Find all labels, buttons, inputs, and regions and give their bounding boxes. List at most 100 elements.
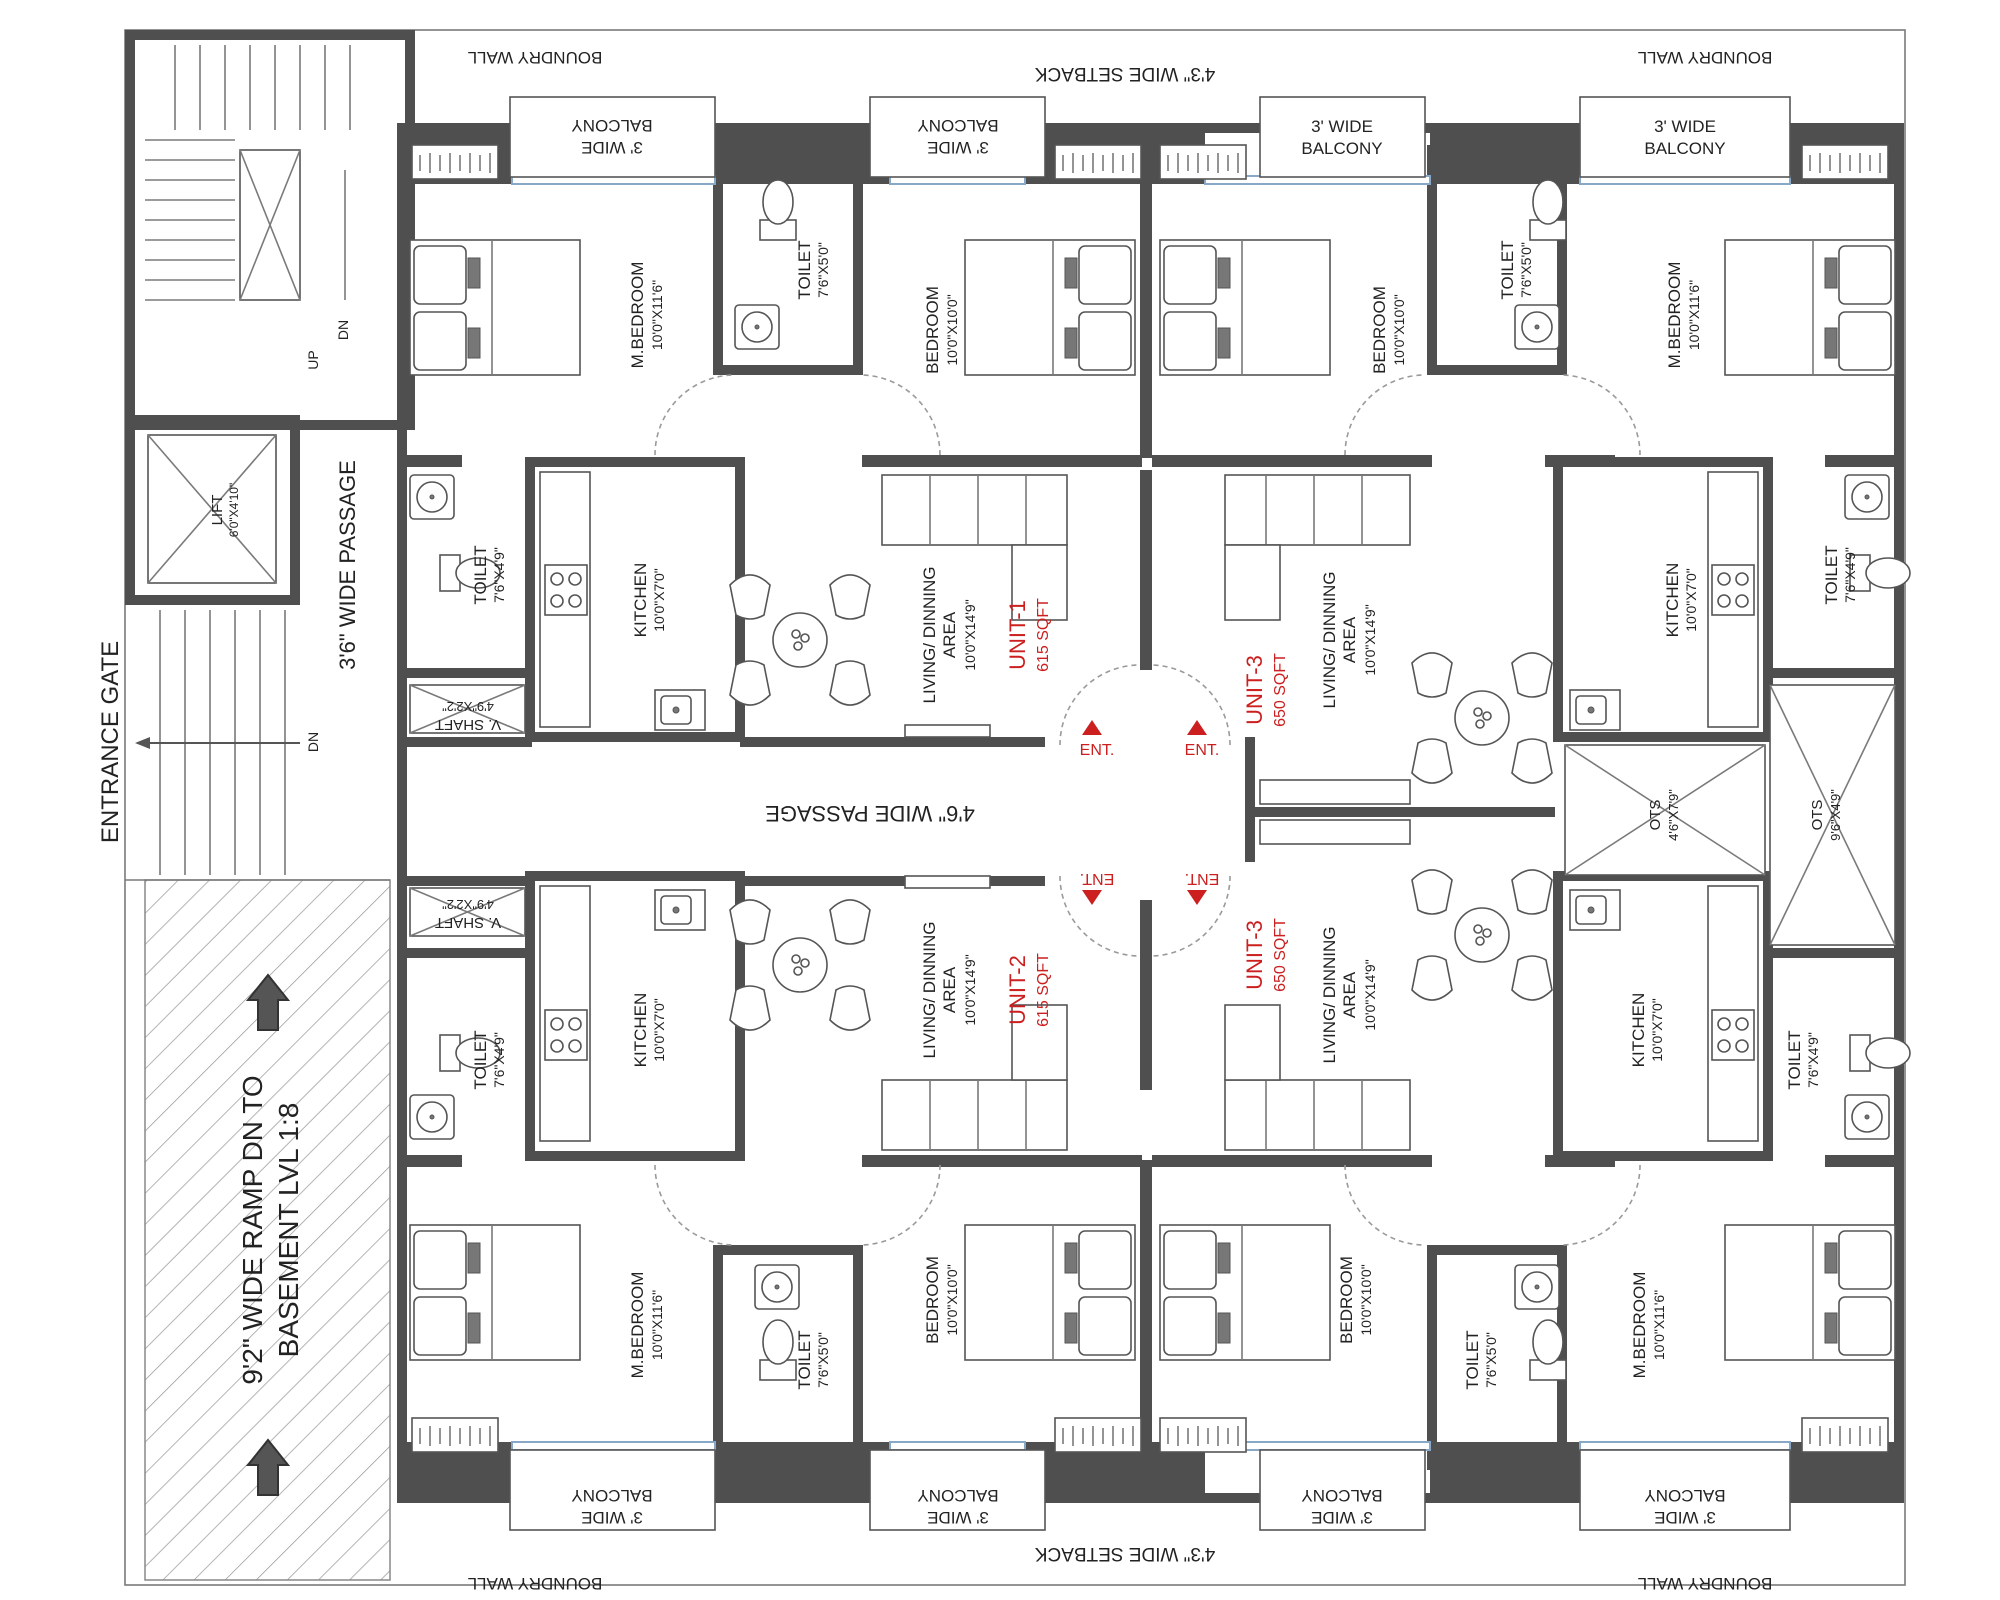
toilet-size-2: 7'6"X5'0" xyxy=(1518,242,1534,298)
living-size-3: 10'0"X14'9" xyxy=(962,954,978,1025)
living-size-4: 10'0"X14'9" xyxy=(1362,959,1378,1030)
lift-size: 6'0"X4'10" xyxy=(227,483,241,537)
ent-label-1: ENT. xyxy=(1080,742,1115,759)
living-label-4a: LIVING/ DINNING xyxy=(1320,927,1339,1064)
v-shaft-size-2: 4'9"X2'2" xyxy=(442,897,494,912)
setback-label-top: 4'3" WIDE SETBACK xyxy=(1034,63,1215,84)
boundry-wall-label-bl: BOUNDRY WALL xyxy=(468,1574,603,1593)
bedroom-label-2: BEDROOM xyxy=(1370,286,1389,374)
unit-3b-area: 650 SQFT xyxy=(1272,918,1289,992)
ramp-label-1: 9'2" WIDE RAMP DN TO xyxy=(237,1075,268,1384)
living-label-3b: AREA xyxy=(940,966,959,1013)
toilet-label-6: TOILET xyxy=(1822,545,1841,604)
kitchen-size-3: 10'0"X7'0" xyxy=(651,998,667,1062)
m-bedroom-label-3: M.BEDROOM xyxy=(628,1272,647,1379)
walls xyxy=(397,123,1904,1503)
passage-45-label: 4'6" WIDE PASSAGE xyxy=(765,801,975,826)
m-bedroom-label-1: M.BEDROOM xyxy=(628,262,647,369)
balcony-label-4b: BALCONY xyxy=(1644,139,1725,158)
entrance-steps xyxy=(125,610,390,881)
bedroom-size-1: 10'0"X10'0" xyxy=(944,294,960,365)
ramp-label-2: BASEMENT LVL 1:8 xyxy=(273,1103,304,1358)
balcony-label-5b: BALCONY xyxy=(571,1486,652,1505)
passage-35-label: 3'6" WIDE PASSAGE xyxy=(335,460,360,670)
toilet-size-8: 7'6"X4'9" xyxy=(1805,1032,1821,1088)
toilet-size-4: 7'6"X5'0" xyxy=(1483,1332,1499,1388)
v-shaft-size-1: 4'9"X2'2" xyxy=(442,699,494,714)
entrance-gate-label: ENTRANCE GATE xyxy=(97,641,124,843)
kitchen-label-4: KITCHEN xyxy=(1629,993,1648,1068)
bedroom-label-1: BEDROOM xyxy=(923,286,942,374)
kitchen-fixtures xyxy=(539,471,1759,1142)
living-label-2b: AREA xyxy=(1340,616,1359,663)
bedroom-size-2: 10'0"X10'0" xyxy=(1391,294,1407,365)
m-bedroom-size-4: 10'0"X11'6" xyxy=(1651,1290,1667,1360)
balcony-label-1b: BALCONY xyxy=(571,116,652,135)
living-label-3a: LIVING/ DINNING xyxy=(920,922,939,1059)
toilet-label-2: TOILET xyxy=(1498,240,1517,299)
toilet-label-5: TOILET xyxy=(471,545,490,604)
m-bedroom-size-1: 10'0"X11'6" xyxy=(649,280,665,350)
v-shaft-label-2: V. SHAFT xyxy=(435,914,501,931)
ramp-arrow-upper xyxy=(245,973,291,1031)
toilet-size-3: 7'6"X5'0" xyxy=(815,1332,831,1388)
living-label-1b: AREA xyxy=(940,611,959,658)
toilet-label-4: TOILET xyxy=(1463,1330,1482,1389)
ramp-arrow-lower xyxy=(245,1438,291,1496)
unit-1-area: 615 SQFT xyxy=(1035,598,1052,672)
m-bedroom-label-2: M.BEDROOM xyxy=(1665,262,1684,369)
setback-label-bottom: 4'3" WIDE SETBACK xyxy=(1034,1543,1215,1564)
stair-treads xyxy=(145,45,351,301)
boundry-wall-label-tl: BOUNDRY WALL xyxy=(468,48,603,67)
ots-label-b: OTS xyxy=(1809,800,1826,831)
v-shaft-label-1: V. SHAFT xyxy=(435,716,501,733)
doors xyxy=(654,374,1641,1246)
boundry-wall-label-br: BOUNDRY WALL xyxy=(1638,1574,1773,1593)
v-shafts xyxy=(409,684,526,937)
toilet-label-3: TOILET xyxy=(795,1330,814,1389)
plot-boundary xyxy=(124,29,1906,1586)
living-size-1: 10'0"X14'9" xyxy=(962,599,978,670)
toilet-size-5: 7'6"X4'9" xyxy=(491,547,507,603)
stair-dn-label: DN xyxy=(335,320,351,340)
bedroom-label-4: BEDROOM xyxy=(1337,1256,1356,1344)
balcony-label-3a: 3' WIDE xyxy=(1311,117,1373,136)
balcony-label-7a: 3' WIDE xyxy=(1311,1508,1373,1527)
balcony-label-8a: 3' WIDE xyxy=(1654,1508,1716,1527)
bedroom-size-3: 10'0"X10'0" xyxy=(944,1264,960,1335)
balcony-label-6b: BALCONY xyxy=(917,1486,998,1505)
stair-up-label: UP xyxy=(305,350,321,369)
kitchen-size-2: 10'0"X7'0" xyxy=(1683,568,1699,632)
living-furniture xyxy=(729,474,1553,1151)
living-label-2a: LIVING/ DINNING xyxy=(1320,572,1339,709)
unit-1-name: UNIT-1 xyxy=(1005,600,1030,670)
toilet-label-7: TOILET xyxy=(471,1030,490,1089)
unit-3a-name: UNIT-3 xyxy=(1242,655,1267,725)
bedroom-size-4: 10'0"X10'0" xyxy=(1358,1264,1374,1335)
lift-shaft xyxy=(125,415,300,605)
living-label-4b: AREA xyxy=(1340,971,1359,1018)
kitchen-label-1: KITCHEN xyxy=(631,563,650,638)
toilet-label-8: TOILET xyxy=(1785,1030,1804,1089)
kitchen-label-3: KITCHEN xyxy=(631,993,650,1068)
lift-label: LIFT xyxy=(209,495,226,526)
toilet-size-7: 7'6"X4'9" xyxy=(491,1032,507,1088)
ent-label-2: ENT. xyxy=(1185,742,1220,759)
balcony-label-5a: 3' WIDE xyxy=(581,1508,643,1527)
living-size-2: 10'0"X14'9" xyxy=(1362,604,1378,675)
unit-2-area: 615 SQFT xyxy=(1035,953,1052,1027)
kitchen-size-1: 10'0"X7'0" xyxy=(651,568,667,632)
ots-label-a: OTS xyxy=(1647,800,1664,831)
m-bedroom-size-3: 10'0"X11'6" xyxy=(649,1290,665,1360)
unit-2-name: UNIT-2 xyxy=(1005,955,1030,1025)
toilet-label-1: TOILET xyxy=(795,240,814,299)
living-label-1a: LIVING/ DINNING xyxy=(920,567,939,704)
balcony-label-7b: BALCONY xyxy=(1301,1486,1382,1505)
ots-shafts xyxy=(1564,684,1896,946)
boundry-wall-label-tr: BOUNDRY WALL xyxy=(1638,48,1773,67)
toilet-size-1: 7'6"X5'0" xyxy=(815,242,831,298)
toilet-size-6: 7'6"X4'9" xyxy=(1842,547,1858,603)
kitchen-label-2: KITCHEN xyxy=(1663,563,1682,638)
ent-label-3: ENT. xyxy=(1080,870,1115,887)
